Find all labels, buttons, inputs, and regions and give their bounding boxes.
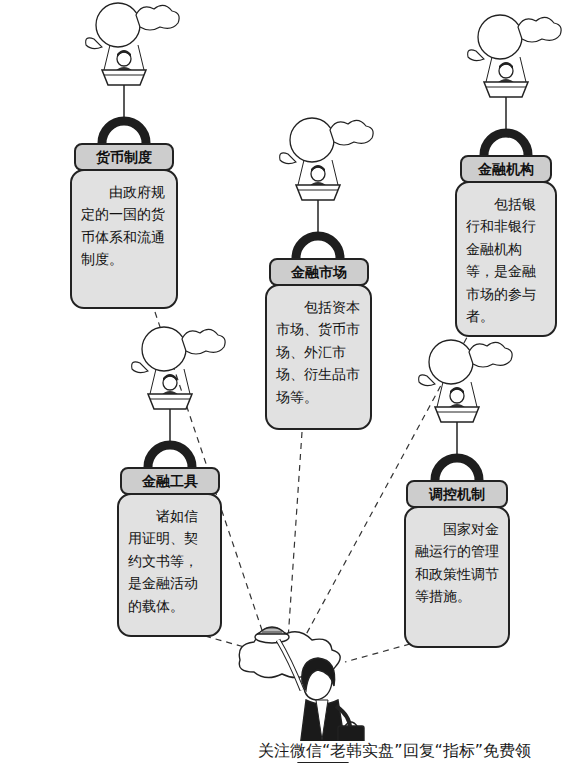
balloon-card: 金融市场包括资本市场、货币市场、外汇市场、衍生品市场等。 xyxy=(265,258,372,430)
description-text: 诸如信用证明、契约文书等，是金融活动的载体。 xyxy=(117,493,222,637)
heading-tab: 金融市场 xyxy=(269,258,369,286)
heading-tab: 调控机制 xyxy=(406,480,508,508)
heading-tab: 金融机构 xyxy=(460,155,552,183)
watermark: 关注微信“老韩实盘”回复“指标”免费领 xyxy=(258,741,531,762)
balloon-figure xyxy=(419,340,512,480)
balloon-figure xyxy=(280,118,373,258)
description-text: 由政府规定的一国的货币体系和流通制度。 xyxy=(70,169,178,309)
description-text: 包括银行和非银行金融机构等，是金融市场的参与者。 xyxy=(455,181,557,337)
balloon-card: 金融工具诸如信用证明、契约文书等，是金融活动的载体。 xyxy=(117,467,222,637)
balloon-card: 货币制度由政府规定的一国的货币体系和流通制度。 xyxy=(70,143,178,309)
balloon-figure xyxy=(132,327,225,467)
heading-tab: 货币制度 xyxy=(74,143,174,171)
balloon-card: 调控机制国家对金融运行的管理和政策性调节等措施。 xyxy=(404,480,510,648)
description-text: 包括资本市场、货币市场、外汇市场、衍生品市场等。 xyxy=(265,284,372,430)
description-text: 国家对金融运行的管理和政策性调节等措施。 xyxy=(404,506,510,648)
balloon-card: 金融机构包括银行和非银行金融机构等，是金融市场的参与者。 xyxy=(455,155,557,337)
heading-tab: 金融工具 xyxy=(120,467,220,495)
balloon-figure xyxy=(468,15,561,155)
balloon-figure xyxy=(86,3,179,143)
